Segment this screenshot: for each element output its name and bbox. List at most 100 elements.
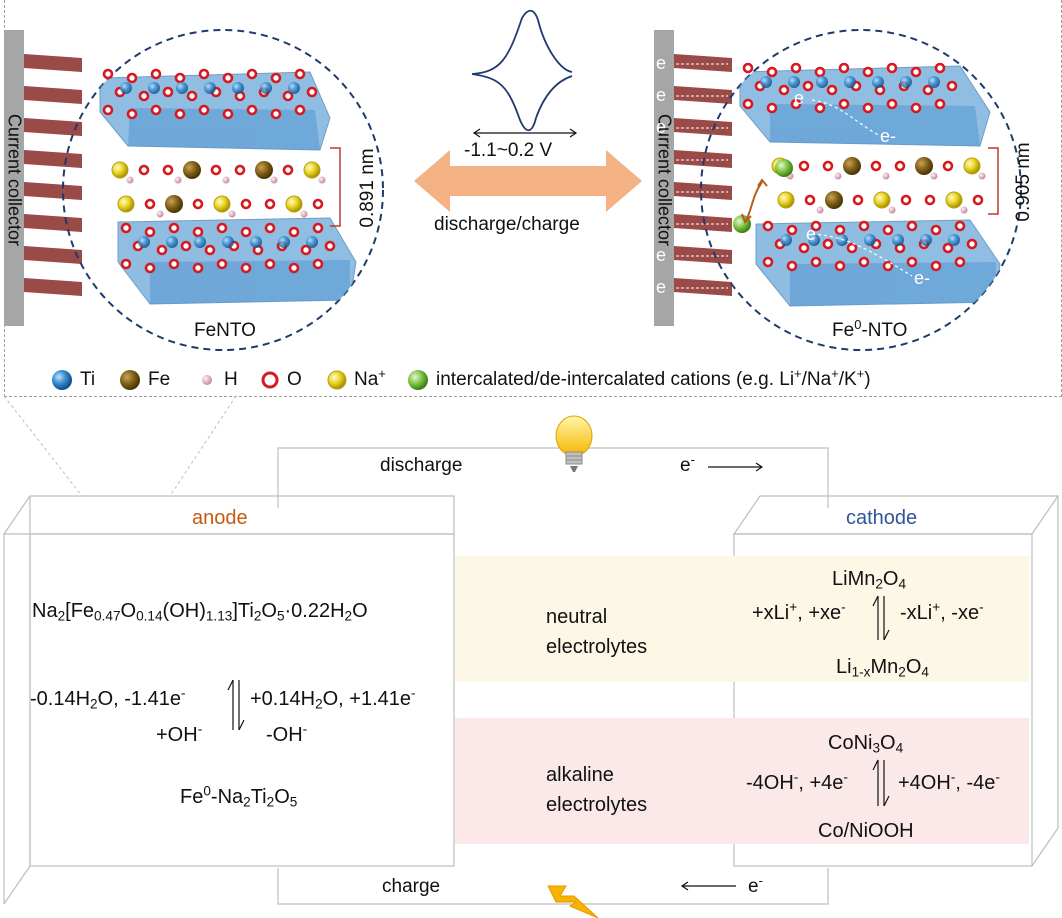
- right-bottom-o: [882, 260, 894, 272]
- right-inter-fe: [825, 191, 843, 209]
- left-inter-o: [264, 198, 276, 210]
- legend-cations: intercalated/de-intercalated cations (e.…: [436, 365, 871, 390]
- spacing-label-left: 0.891 nm: [357, 148, 378, 228]
- left-bottom-o: [120, 258, 132, 270]
- left-bottom-o: [192, 226, 204, 238]
- right-top-o: [778, 84, 790, 96]
- right-inter-o: [924, 194, 936, 206]
- right-inter-o: [798, 160, 810, 172]
- right-inter-cation: [775, 159, 793, 177]
- legend-h-sphere: [202, 375, 212, 385]
- left-inter-na: [285, 195, 303, 213]
- right-inter-h: [888, 206, 896, 214]
- left-top-ti: [120, 82, 132, 94]
- left-inter-o: [282, 164, 294, 176]
- right-bottom-o: [858, 220, 870, 232]
- left-bottom-o: [192, 262, 204, 274]
- left-top-o: [222, 108, 234, 120]
- legend-na-sphere: [327, 370, 347, 390]
- legend-o: O: [287, 369, 302, 390]
- legend-ti-sphere: [52, 370, 72, 390]
- right-bottom-o: [966, 238, 978, 250]
- left-inter-h: [228, 210, 236, 218]
- left-top-o: [126, 72, 138, 84]
- right-bottom-ti: [808, 234, 820, 246]
- left-inter-o: [138, 164, 150, 176]
- equilibrium-anode: [227, 679, 245, 731]
- cv-curve: [471, 9, 573, 132]
- cathode-alkaline-bottom: Co/NiOOH: [818, 820, 914, 842]
- left-bottom-o: [156, 244, 168, 256]
- electron-label-1: e: [794, 88, 805, 108]
- left-top-o: [102, 68, 114, 80]
- right-bottom-o: [834, 260, 846, 272]
- left-bottom-ti: [250, 236, 262, 248]
- left-bottom-o: [120, 222, 132, 234]
- right-top-o: [802, 80, 814, 92]
- electron-paths: [811, 99, 913, 277]
- electron-flow-top: e-: [680, 451, 695, 476]
- right-top-o: [814, 66, 826, 78]
- legend-ti: Ti: [80, 369, 96, 390]
- left-bottom-o: [240, 226, 252, 238]
- right-top-o: [790, 98, 802, 110]
- right-inter-o: [894, 160, 906, 172]
- cation-exchange-arrow: [745, 181, 763, 221]
- right-inter-o: [822, 160, 834, 172]
- collector-bars-right: [674, 54, 732, 296]
- left-bottom-o: [168, 222, 180, 234]
- left-inter-fe: [255, 161, 273, 179]
- right-top-o: [790, 62, 802, 74]
- right-inter-na: [777, 191, 795, 209]
- right-top-o: [766, 102, 778, 114]
- right-bottom-o: [834, 224, 846, 236]
- left-bottom-o: [300, 244, 312, 256]
- right-bottom-o: [858, 256, 870, 268]
- left-top-o: [150, 104, 162, 116]
- left-inter-o: [210, 164, 222, 176]
- left-inter-h: [126, 176, 134, 184]
- right-top-ti: [760, 76, 772, 88]
- right-top-ti: [900, 76, 912, 88]
- left-top-o: [294, 104, 306, 116]
- right-bottom-o: [930, 260, 942, 272]
- left-inter-o: [312, 198, 324, 210]
- right-inter-h: [978, 172, 986, 180]
- right-top-o: [946, 80, 958, 92]
- left-top-o: [186, 90, 198, 102]
- anode-reaction-right-2: -OH-: [266, 721, 308, 746]
- left-bottom-ti: [138, 236, 150, 248]
- anode-reaction-left-1: -0.14H2O, -1.41e-: [30, 685, 186, 712]
- anode-label: anode: [192, 507, 248, 529]
- double-arrow: [414, 150, 642, 212]
- right-bottom-o: [846, 242, 858, 254]
- anode-front: [29, 533, 455, 867]
- right-bottom-o: [810, 256, 822, 268]
- right-inter-h: [930, 172, 938, 180]
- left-top-o: [198, 104, 210, 116]
- left-inter-o: [234, 164, 246, 176]
- left-top-o: [102, 104, 114, 116]
- right-bottom-ti: [892, 234, 904, 246]
- left-bottom-o: [168, 258, 180, 270]
- left-bottom-o: [216, 258, 228, 270]
- left-bottom-ti: [194, 236, 206, 248]
- left-inter-na: [117, 195, 135, 213]
- collector-bars-left: [24, 54, 82, 296]
- cathode-alkaline-top: CoNi3O4: [828, 732, 904, 756]
- cathode-alkaline-right: +4OH-, -4e-: [898, 769, 1000, 794]
- right-top-o: [934, 62, 946, 74]
- cathode-neutral-right: -xLi+, -xe-: [900, 599, 984, 624]
- left-inter-fe: [183, 161, 201, 179]
- left-inter-o: [162, 164, 174, 176]
- left-inter-h: [222, 176, 230, 184]
- left-top-o: [174, 72, 186, 84]
- right-top-ti: [816, 76, 828, 88]
- right-bottom-o: [906, 220, 918, 232]
- left-inter-o: [144, 198, 156, 210]
- structure-name-right: Fe0-NTO: [832, 316, 908, 341]
- right-top-o: [766, 66, 778, 78]
- process-label: discharge/charge: [434, 214, 580, 235]
- legend-na: Na+: [354, 365, 386, 390]
